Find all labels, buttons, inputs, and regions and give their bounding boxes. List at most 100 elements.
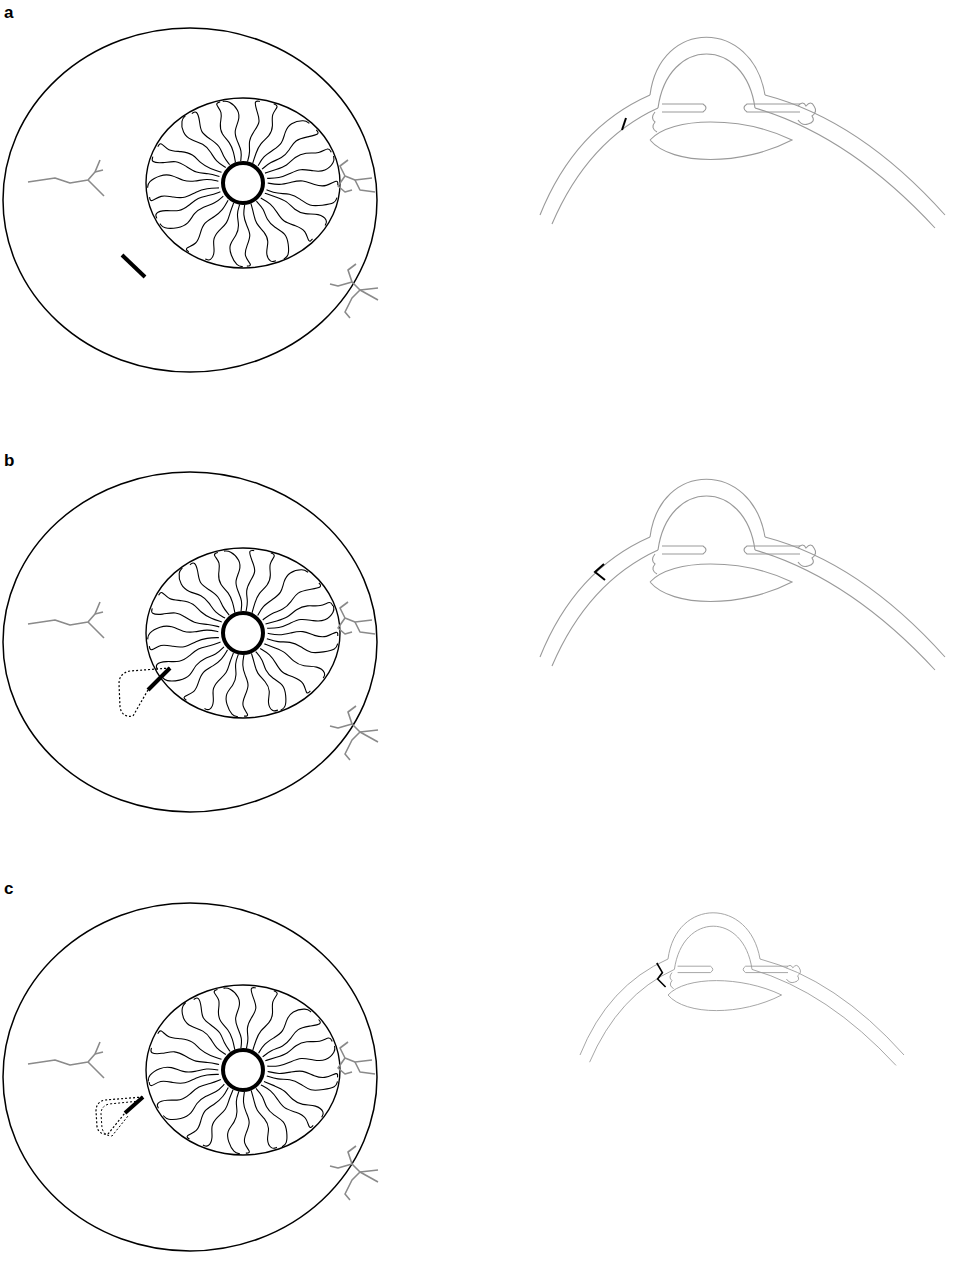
iris-fibre (246, 550, 255, 611)
section-outline (674, 926, 752, 969)
eye-cross-section (580, 913, 904, 1066)
iris-outline (146, 98, 340, 268)
section-outline (744, 546, 800, 554)
conjunctival-vessels (28, 602, 378, 760)
iris-fibre (267, 1046, 335, 1066)
section-outline (765, 537, 945, 657)
scleral-flap (119, 668, 170, 716)
iris-fibre (148, 1067, 218, 1081)
iris-fibre (158, 1031, 222, 1059)
panel-letter: a (4, 4, 13, 21)
iris-fibre (230, 204, 243, 266)
iris-fibre (263, 583, 321, 620)
iris-fibre (251, 1090, 277, 1148)
iris-fibre (228, 1091, 240, 1153)
blood-vessel (360, 290, 378, 300)
incision (122, 255, 145, 277)
pupil (223, 163, 263, 203)
blood-vessel (330, 724, 352, 728)
eye-cross-section (540, 479, 945, 670)
blood-vessel (355, 180, 375, 192)
incision (622, 118, 626, 130)
blood-vessel (345, 290, 360, 318)
iris-fibre (217, 102, 236, 162)
conjunctival-vessels (28, 160, 378, 318)
iris-fibre (226, 654, 238, 716)
iris-fibre (149, 1074, 219, 1085)
section-outline (552, 108, 658, 224)
section-outline (765, 95, 945, 215)
iris-fibre (150, 188, 219, 201)
section-outline (670, 973, 674, 989)
incision (125, 1097, 143, 1113)
iris-fibre (157, 1080, 221, 1109)
iris-fibre (258, 121, 309, 166)
iris-fibre (214, 989, 235, 1049)
iris-fibre (256, 201, 288, 259)
blood-vessel (360, 1172, 378, 1182)
iris-fibre (192, 112, 230, 165)
iris-fibre (203, 1090, 233, 1146)
blood-vessel (28, 160, 100, 183)
blood-vessel (338, 618, 352, 634)
iris-fibre (214, 552, 234, 612)
iris-fibre (268, 1071, 338, 1077)
section-outline (798, 545, 816, 567)
panel-letter: b (4, 452, 14, 469)
iris-fibre (182, 1003, 226, 1055)
pupil (223, 613, 263, 653)
panel-a-figure (3, 28, 378, 372)
iris-fibre (268, 631, 338, 636)
iris-outline (146, 548, 340, 718)
iris-fibre (162, 647, 224, 681)
iris-fibre (247, 101, 259, 162)
incision (595, 564, 605, 580)
iris-fibre (160, 196, 223, 228)
blood-vessel (345, 732, 360, 760)
iris-fibre (267, 639, 338, 653)
iris-fibre (263, 1019, 321, 1056)
blood-vessel (330, 282, 352, 286)
panel-letter: c (4, 880, 13, 897)
iris-fibre (261, 198, 313, 241)
section-outline (658, 54, 755, 108)
blood-vessel (28, 602, 100, 625)
blood-vessel (348, 706, 378, 732)
section-outline (650, 122, 792, 160)
iris-fibre (268, 181, 338, 186)
section-outline (662, 104, 706, 112)
section-outline (658, 496, 755, 550)
blood-vessel (88, 180, 104, 196)
blood-vessel (28, 1042, 100, 1065)
blood-vessel (355, 622, 375, 634)
iris-fibre (262, 130, 318, 169)
blood-vessel (330, 1164, 352, 1168)
blood-vessel (95, 1052, 103, 1054)
section-outline (650, 564, 792, 602)
iris-fibre (267, 606, 334, 629)
section-outline (743, 966, 788, 972)
iris-fibre (152, 157, 219, 177)
iris-fibre (267, 1076, 338, 1090)
iris-fibre (265, 193, 327, 225)
globe-outline (3, 472, 377, 812)
blood-vessel (88, 1062, 104, 1078)
blood-vessel (338, 1058, 352, 1074)
section-outline (798, 103, 816, 125)
iris-fibre (246, 988, 255, 1049)
section-outline (668, 913, 760, 959)
iris-fibre (253, 991, 277, 1050)
iris-fibre (265, 149, 331, 173)
section-outline (552, 550, 658, 666)
pupil (223, 1050, 263, 1090)
iris-fibre (243, 1092, 249, 1154)
iris-fibre (265, 1038, 332, 1061)
blood-vessel (95, 612, 103, 614)
iris-fibre (186, 200, 228, 251)
globe-outline (3, 28, 377, 372)
globe-outline (3, 903, 377, 1251)
blood-vessel (345, 1172, 360, 1200)
iris-fibre (253, 104, 277, 163)
section-outline (678, 966, 713, 972)
section-outline (752, 969, 896, 1065)
